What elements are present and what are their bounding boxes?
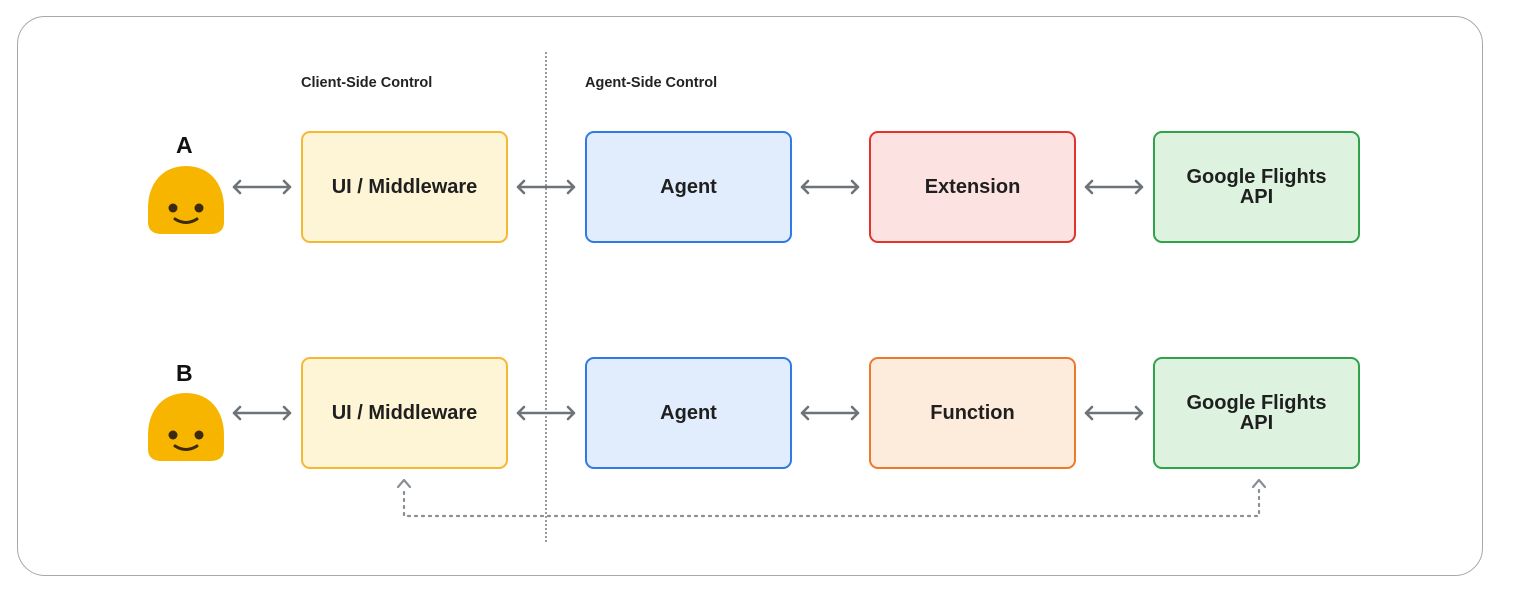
row-a-agent-label: Agent	[660, 176, 717, 198]
row-a-letter: A	[176, 132, 193, 158]
smiley-face-icon	[148, 393, 224, 461]
row-a-api-box: Google Flights API	[1153, 131, 1360, 243]
row-b-middleware-box: UI / Middleware	[301, 357, 508, 469]
row-a-api-label: Google Flights API	[1186, 166, 1327, 208]
row-a-arrow-1	[232, 179, 292, 195]
row-a-middleware-box: UI / Middleware	[301, 131, 508, 243]
row-a-arrow-2	[516, 179, 576, 195]
row-b-arrow-1	[232, 405, 292, 421]
row-a-extension-label: Extension	[924, 176, 1021, 198]
row-a-arrow-4	[1084, 179, 1144, 195]
row-b-api-box: Google Flights API	[1153, 357, 1360, 469]
client-side-label: Client-Side Control	[301, 75, 433, 91]
smiley-face-icon	[148, 166, 224, 234]
dotted-arrowhead-middleware	[396, 478, 412, 489]
row-b-api-label: Google Flights API	[1186, 392, 1327, 434]
dotted-arrowhead-api	[1251, 478, 1267, 489]
row-b-function-label: Function	[930, 402, 1015, 424]
row-b-middleware-label: UI / Middleware	[331, 402, 478, 424]
row-b-letter: B	[176, 360, 193, 386]
row-a-agent-box: Agent	[585, 131, 792, 243]
row-a-arrow-3	[800, 179, 860, 195]
diagram-frame	[17, 16, 1483, 576]
row-b-arrow-3	[800, 405, 860, 421]
row-b-function-box: Function	[869, 357, 1076, 469]
row-b-arrow-2	[516, 405, 576, 421]
row-a-extension-box: Extension	[869, 131, 1076, 243]
row-b-agent-box: Agent	[585, 357, 792, 469]
agent-side-label: Agent-Side Control	[585, 75, 718, 91]
client-agent-divider	[545, 52, 547, 542]
row-b-arrow-4	[1084, 405, 1144, 421]
row-b-agent-label: Agent	[660, 402, 717, 424]
row-a-middleware-label: UI / Middleware	[331, 176, 478, 198]
